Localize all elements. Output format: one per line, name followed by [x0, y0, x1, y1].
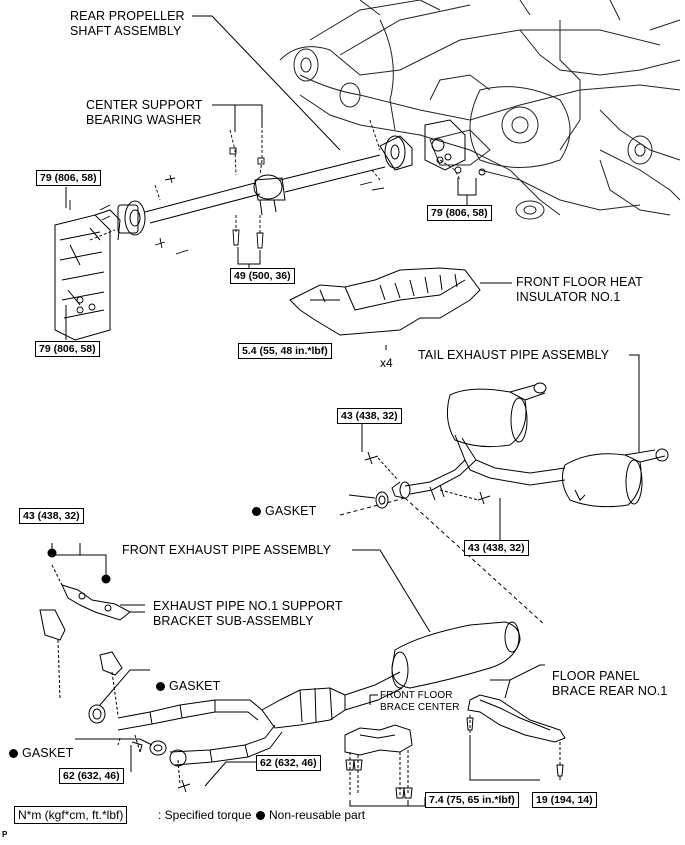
torque-5-4: 5.4 (55, 48 in.*lbf) [238, 343, 332, 359]
connection-dashed [339, 497, 546, 626]
label-front-exhaust-pipe: FRONT EXHAUST PIPE ASSEMBLY [122, 543, 332, 557]
torque-43-tail-bottom: 43 (438, 32) [464, 540, 529, 556]
label-floor-panel-brace: FLOOR PANEL BRACE REAR NO.1 [552, 669, 668, 698]
non-reusable-dot-icon [256, 811, 265, 820]
front-exhaust-pipe [39, 609, 521, 793]
tail-exhaust-pipe [391, 382, 669, 508]
legend-specified-torque: : Specified torque [158, 808, 252, 822]
tail-pipe-fasteners [348, 354, 640, 540]
legend-torque-box: N*m (kgf*cm, ft.*lbf) [14, 806, 128, 824]
label-exhaust-support-bracket: EXHAUST PIPE NO.1 SUPPORT BRACKET SUB-AS… [153, 599, 343, 628]
label-front-floor-brace-center: FRONT FLOOR BRACE CENTER [380, 690, 460, 713]
label-gasket-tail: GASKET [252, 489, 316, 519]
torque-43-tail-top: 43 (438, 32) [337, 408, 402, 424]
leader-lines-front [75, 549, 431, 787]
torque-79-bottom-left: 79 (806, 58) [35, 341, 100, 357]
torque-49: 49 (500, 36) [230, 268, 295, 284]
floor-panel-brace [466, 664, 566, 781]
torque-79-right: 79 (806, 58) [427, 205, 492, 221]
label-rear-propeller-shaft: REAR PROPELLER SHAFT ASSEMBLY [70, 9, 185, 38]
non-reusable-dot-icon [9, 749, 18, 758]
non-reusable-text: Non-reusable part [269, 808, 366, 822]
support-bracket [47, 543, 145, 621]
transmission [54, 209, 121, 341]
label-x4: x4 [380, 356, 393, 370]
torque-62-left: 62 (632, 46) [59, 768, 124, 784]
gasket-text: GASKET [22, 746, 74, 760]
torque-62-right: 62 (632, 46) [256, 755, 321, 771]
torque-19: 19 (194, 14) [532, 792, 597, 808]
propeller-shaft [117, 135, 413, 236]
non-reusable-dot-icon [252, 507, 261, 516]
label-front-floor-heat-insulator: FRONT FLOOR HEAT INSULATOR NO.1 [516, 275, 643, 304]
torque-79-top-left: 79 (806, 58) [36, 170, 101, 186]
shaft-bolts [69, 119, 486, 314]
differential-flange [424, 119, 466, 171]
legend-non-reusable: Non-reusable part [256, 808, 365, 822]
leader-lines-top [65, 15, 477, 350]
label-center-support-washer: CENTER SUPPORT BEARING WASHER [86, 98, 203, 127]
non-reusable-dot-icon [156, 682, 165, 691]
gasket-text: GASKET [169, 679, 221, 693]
label-gasket-lower: GASKET [9, 731, 73, 761]
heat-insulator [289, 267, 512, 336]
torque-43-bracket: 43 (438, 32) [19, 508, 84, 524]
label-gasket-upper: GASKET [156, 664, 220, 694]
corner-mark: P [2, 830, 8, 839]
rear-suspension-member [279, 0, 681, 220]
label-tail-exhaust-pipe: TAIL EXHAUST PIPE ASSEMBLY [418, 348, 610, 362]
front-floor-brace-center [344, 694, 425, 807]
gasket-text: GASKET [265, 504, 317, 518]
torque-7-4: 7.4 (75, 65 in.*lbf) [425, 792, 519, 808]
